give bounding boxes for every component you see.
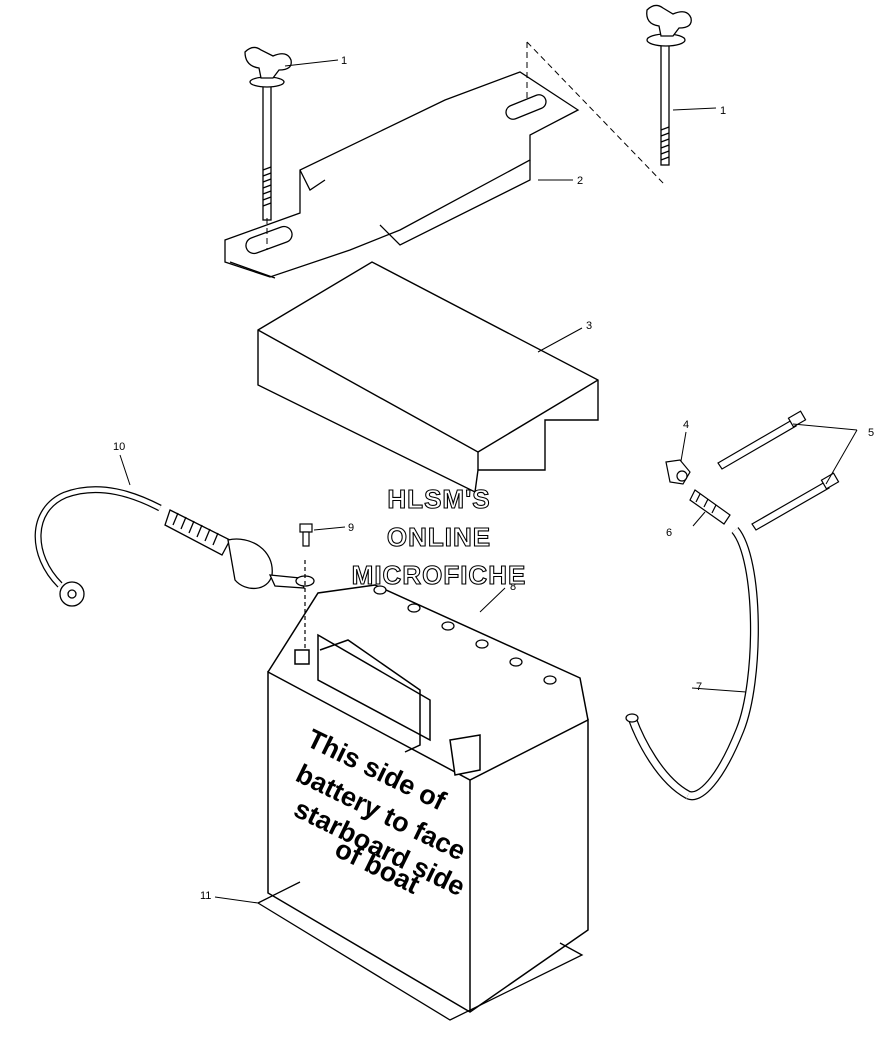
cable-with-boot — [34, 486, 315, 607]
watermark: HLSM'S ONLINE MICROFICHE — [351, 483, 527, 590]
callout-8: 8 — [510, 581, 516, 593]
callout-11: 11 — [200, 890, 211, 902]
callout-6: 6 — [666, 527, 672, 539]
screw — [299, 523, 313, 650]
callout-9: 9 — [348, 522, 354, 534]
zip-ties — [717, 410, 840, 531]
watermark-line-1: HLSM'S — [387, 484, 490, 514]
battery-box-base — [257, 881, 584, 1021]
wing-bolt-right — [646, 4, 692, 166]
callout-3: 3 — [586, 320, 592, 332]
callout-5: 5 — [868, 427, 874, 439]
battery — [267, 584, 589, 1013]
callout-1-left: 1 — [341, 55, 347, 67]
watermark-line-3: MICROFICHE — [352, 560, 527, 590]
wing-bolt-left — [244, 46, 292, 221]
callout-2: 2 — [577, 175, 583, 187]
callout-labels: 1 1 2 3 4 5 6 7 8 9 10 11 — [113, 55, 874, 902]
connector — [689, 489, 731, 525]
callout-10: 10 — [113, 441, 125, 453]
callout-7: 7 — [696, 681, 702, 693]
terminal-nut — [665, 459, 691, 485]
battery-cover — [257, 261, 599, 494]
alignment-guides — [266, 41, 666, 250]
battery-cells — [373, 585, 557, 685]
watermark-line-2: ONLINE — [387, 522, 491, 552]
callout-1-right: 1 — [720, 105, 726, 117]
hold-down-bracket — [224, 71, 580, 279]
vent-hose — [625, 527, 759, 801]
callout-4: 4 — [683, 419, 689, 431]
leader-lines — [119, 59, 858, 904]
